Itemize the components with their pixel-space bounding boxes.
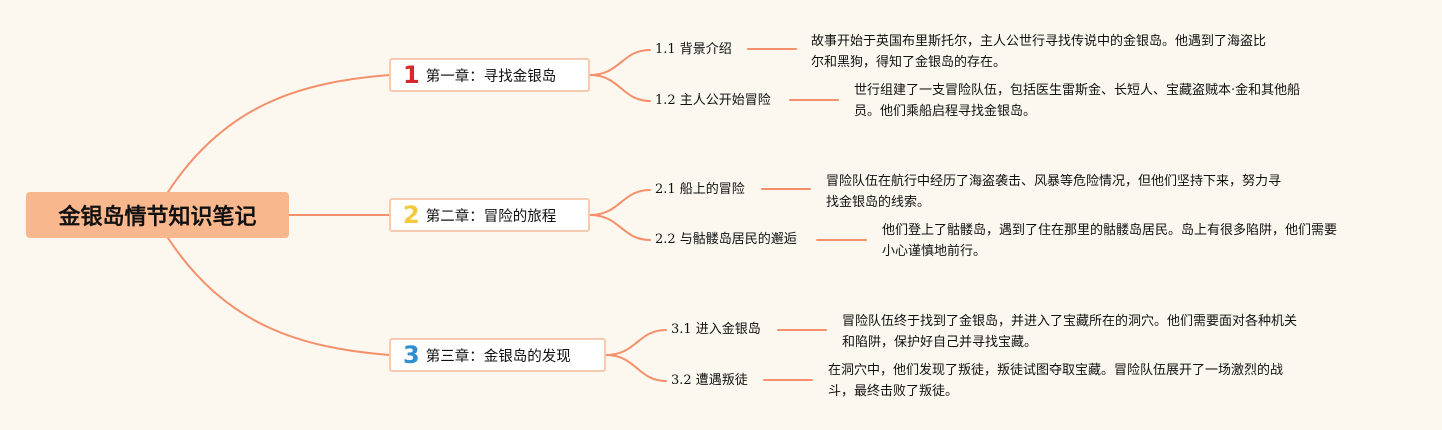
subtopic-3-1[interactable]: 3.1 进入金银岛 — [671, 322, 761, 337]
subtopic-1-1[interactable]: 1.1 背景介绍 — [655, 42, 732, 57]
description-1-2: 世行组建了一支冒险队伍，包括医生雷斯金、长短人、宝藏盗贼本·金和其他船 员。他们… — [854, 80, 1300, 122]
description-line: 冒险队伍在航行中经历了海盗袭击、风暴等危险情况，但他们坚持下来，努力寻 — [826, 174, 1282, 189]
description-line: 他们登上了骷髅岛，遇到了住在那里的骷髅岛居民。岛上有很多陷阱，他们需要 — [882, 223, 1338, 238]
connector-ch2-sub2 — [589, 214, 651, 241]
subtopic-2-1[interactable]: 2.1 船上的冒险 — [655, 182, 745, 197]
subtopic-1-2[interactable]: 1.2 主人公开始冒险 — [655, 93, 771, 108]
description-line: 冒险队伍终于找到了金银岛，并进入了宝藏所在的洞穴。他们需要面对各种机关 — [842, 314, 1298, 329]
chapter-3-node[interactable]: 3 第三章：金银岛的发现 — [389, 338, 606, 372]
description-line: 世行组建了一支冒险队伍，包括医生雷斯金、长短人、宝藏盗贼本·金和其他船 — [854, 83, 1301, 98]
description-3-2: 在洞穴中，他们发现了叛徒，叛徒试图夺取宝藏。冒险队伍展开了一场激烈的战 斗，最终… — [828, 360, 1283, 402]
connector-ch3-sub2 — [605, 354, 667, 382]
subtopic-3-2[interactable]: 3.2 遭遇叛徒 — [671, 373, 748, 388]
description-line: 和陷阱，保护好自己并寻找宝藏。 — [842, 335, 1038, 350]
chapter-3-title: 第三章：金银岛的发现 — [425, 348, 571, 365]
chapter-1-title: 第一章：寻找金银岛 — [425, 68, 557, 85]
description-line: 员。他们乘船启程寻找金银岛。 — [854, 104, 1037, 119]
connector-root-ch1 — [167, 74, 391, 193]
description-line: 小心谨慎地前行。 — [882, 244, 987, 259]
description-line: 尔和黑狗，得知了金银岛的存在。 — [811, 55, 1007, 70]
description-line: 斗，最终击败了叛徒。 — [828, 384, 959, 399]
subtopic-2-2[interactable]: 2.2 与骷髅岛居民的邂逅 — [655, 232, 797, 247]
description-3-1: 冒险队伍终于找到了金银岛，并进入了宝藏所在的洞穴。他们需要面对各种机关 和陷阱，… — [842, 311, 1297, 353]
description-1-1: 故事开始于英国布里斯托尔，主人公世行寻找传说中的金银岛。他遇到了海盗比 尔和黑狗… — [811, 31, 1266, 73]
description-line: 故事开始于英国布里斯托尔，主人公世行寻找传说中的金银岛。他遇到了海盗比 — [811, 34, 1267, 49]
connector-ch1-sub1 — [589, 49, 651, 76]
chapter-1-node[interactable]: 1 第一章：寻找金银岛 — [389, 58, 590, 92]
number-2-icon: 2 — [403, 201, 420, 229]
description-2-1: 冒险队伍在航行中经历了海盗袭击、风暴等危险情况，但他们坚持下来，努力寻 找金银岛… — [826, 171, 1281, 213]
connector-ch2-sub1 — [589, 189, 651, 216]
connector-ch3-sub1 — [605, 329, 667, 356]
number-1-icon: 1 — [403, 61, 420, 89]
chapter-2-node[interactable]: 2 第二章：冒险的旅程 — [389, 198, 590, 232]
root-node[interactable]: 金银岛情节知识笔记 — [26, 192, 289, 238]
number-3-icon: 3 — [403, 341, 420, 369]
connector-ch1-sub2 — [589, 74, 651, 102]
description-line: 在洞穴中，他们发现了叛徒，叛徒试图夺取宝藏。冒险队伍展开了一场激烈的战 — [828, 363, 1284, 378]
chapter-2-title: 第二章：冒险的旅程 — [425, 208, 557, 225]
description-2-2: 他们登上了骷髅岛，遇到了住在那里的骷髅岛居民。岛上有很多陷阱，他们需要 小心谨慎… — [882, 220, 1337, 262]
description-line: 找金银岛的线索。 — [826, 195, 931, 210]
root-title: 金银岛情节知识笔记 — [58, 205, 257, 230]
connector-root-ch3 — [167, 237, 391, 356]
